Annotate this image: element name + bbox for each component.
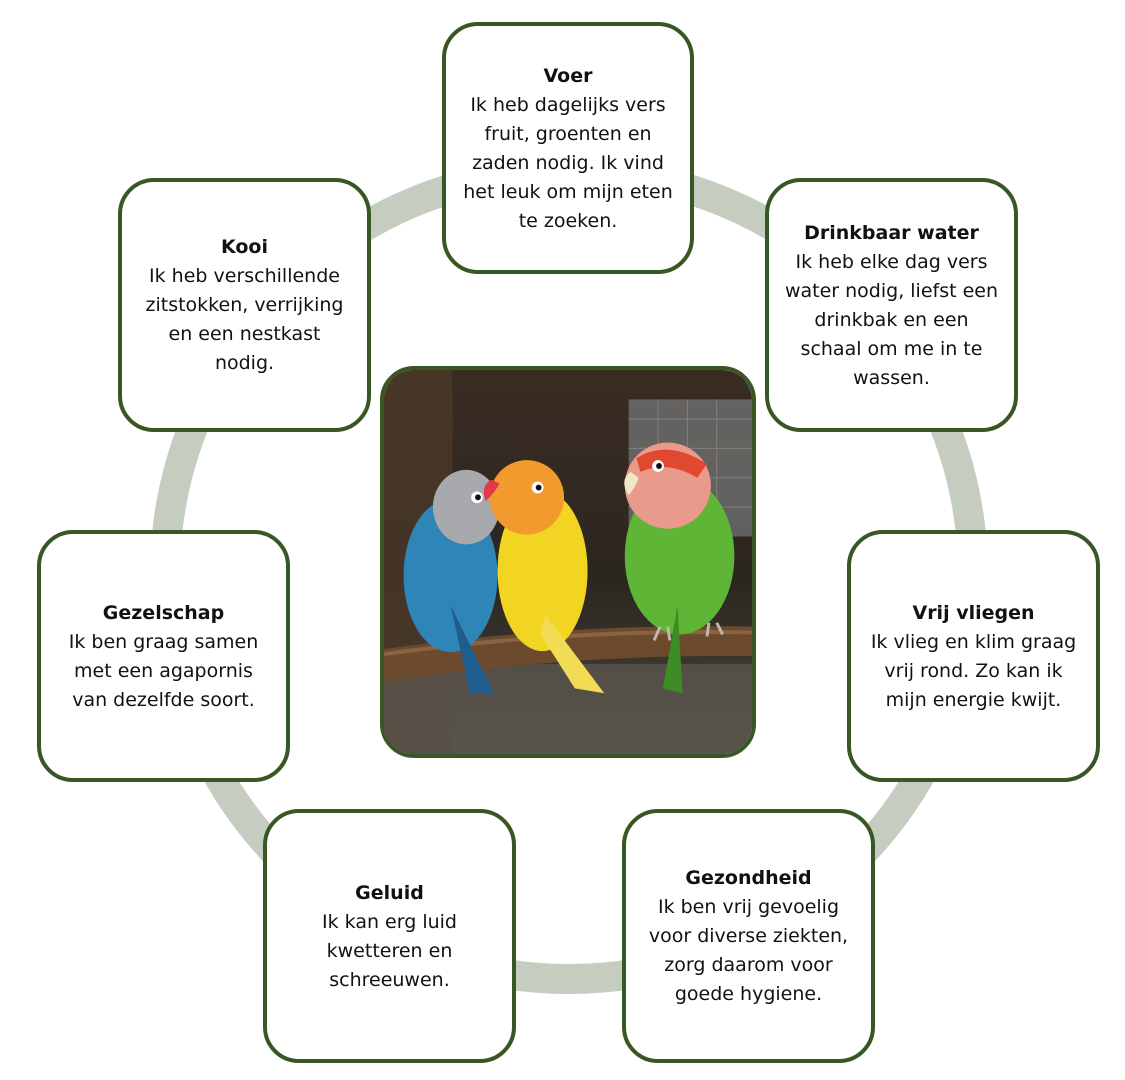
card-voer: Voer Ik heb dagelijks vers fruit, groent… [442,22,694,274]
card-title: Kooi [220,236,268,258]
card-gezondheid: Gezondheid Ik ben vrij gevoelig voor div… [622,809,875,1063]
card-title: Vrij vliegen [912,601,1035,624]
card-text: Ik ben graag samen met een agapornis van… [68,630,259,711]
card-title: Geluid [355,881,424,904]
card-text: Ik heb elke dag vers water nodig, liefst… [784,250,999,389]
card-text: Ik ben vrij gevoelig voor diverse ziekte… [648,896,849,1005]
card-geluid: Geluid Ik kan erg luid kwetteren en schr… [263,809,516,1063]
card-title: Drinkbaar water [804,221,979,244]
card-drinkbaar-water: Drinkbaar water Ik heb elke dag vers wat… [765,178,1018,432]
card-gezelschap: Gezelschap Ik ben graag samen met een ag… [37,530,290,782]
card-text: Ik vlieg en klim graag vrij rond. Zo kan… [870,630,1077,711]
card-kooi: Kooi Ik heb verschillende zitstokken, ve… [118,178,371,432]
card-text: Ik heb dagelijks vers fruit, groenten en… [463,93,673,232]
card-text: Ik kan erg luid kwetteren en schreeuwen. [322,910,457,991]
card-vrij-vliegen: Vrij vliegen Ik vlieg en klim graag vrij… [847,530,1100,782]
lovebirds-photo [380,366,756,758]
card-title: Gezondheid [685,867,812,889]
card-title: Voer [543,64,593,87]
card-text: Ik heb verschillende zitstokken, verrijk… [145,265,344,374]
card-title: Gezelschap [102,601,225,624]
